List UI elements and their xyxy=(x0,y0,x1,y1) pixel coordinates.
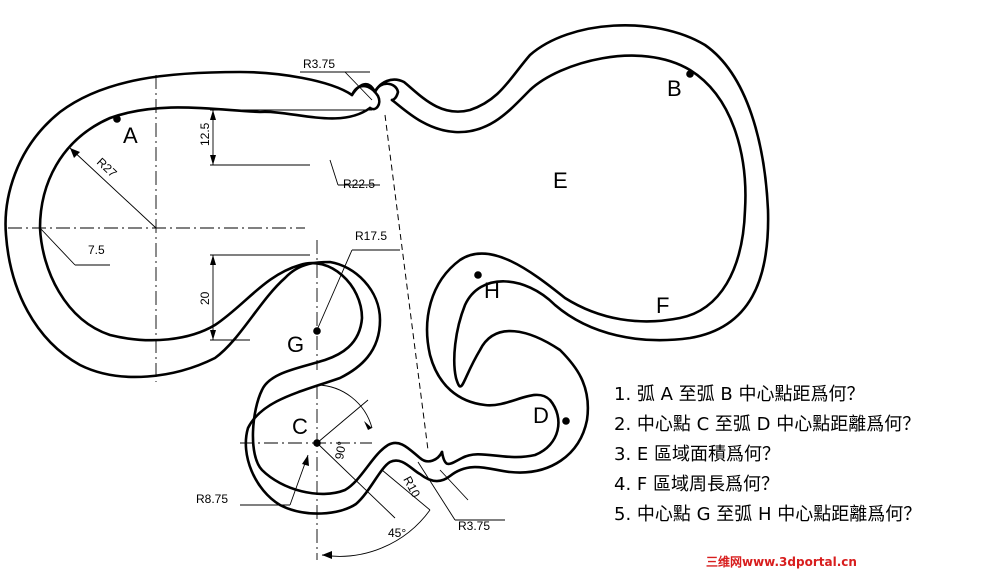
label-h: H xyxy=(484,278,500,303)
center-point-d xyxy=(562,417,570,425)
center-point-a xyxy=(113,115,121,123)
dim-ext-45-right xyxy=(439,469,469,501)
arrowhead xyxy=(210,255,216,265)
question-item: 3. E 區域面積爲何？ xyxy=(614,444,780,465)
label-a: A xyxy=(123,123,138,148)
center-point-c xyxy=(313,439,321,447)
center-point-g xyxy=(313,327,321,335)
construction-line-diagonal xyxy=(384,114,429,451)
strip-outer-outline xyxy=(4,24,770,515)
dim-75: 7.5 xyxy=(88,243,105,257)
center-point-b xyxy=(686,70,694,78)
label-c: C xyxy=(292,414,308,439)
arrowhead xyxy=(210,330,216,340)
question-item: 1. 弧 A 至弧 B 中心點距爲何？ xyxy=(614,384,865,405)
label-g: G xyxy=(287,332,304,357)
dim-line-75 xyxy=(39,227,76,266)
dim-r175: R17.5 xyxy=(355,229,387,243)
leader-r27 xyxy=(69,147,157,229)
leader-r10 xyxy=(381,469,431,511)
strip-inner-outline-left xyxy=(38,106,444,496)
leader-r375-top-2 xyxy=(344,71,373,101)
arrowhead xyxy=(210,155,216,165)
question-item: 4. F 區域周長爲何？ xyxy=(614,474,779,495)
dim-r875: R8.75 xyxy=(196,492,228,506)
arrowhead xyxy=(322,551,332,559)
dim-r225: R22.5 xyxy=(343,177,375,191)
label-d: D xyxy=(533,403,549,428)
dim-r27: R27 xyxy=(94,155,120,180)
center-point-h xyxy=(474,271,482,279)
dim-r10: R10 xyxy=(400,474,423,500)
leader-r375-bottom xyxy=(417,461,456,521)
dim-r375-bottom: R3.75 xyxy=(458,519,490,533)
dim-20: 20 xyxy=(198,291,212,305)
question-list: 1. 弧 A 至弧 B 中心點距爲何？ 2. 中心點 C 至弧 D 中心點距離爲… xyxy=(614,380,921,530)
dim-125: 12.5 xyxy=(198,122,212,146)
watermark: 三维网www.3dportal.cn xyxy=(706,555,857,569)
question-item: 2. 中心點 C 至弧 D 中心點距離爲何？ xyxy=(614,414,921,435)
arc-45-angle xyxy=(321,509,431,557)
label-b: B xyxy=(667,76,682,101)
dim-angle-90: 90° xyxy=(332,440,349,460)
radius-c-45 xyxy=(316,442,396,519)
notch-top xyxy=(350,84,381,111)
arc-90-angle xyxy=(316,384,373,429)
notch-top-right xyxy=(373,82,400,102)
dim-r375-top: R3.75 xyxy=(303,57,335,71)
arrowhead xyxy=(364,421,372,430)
leader-r225 xyxy=(329,159,339,186)
arrowhead xyxy=(70,148,80,158)
arrowhead xyxy=(210,110,216,120)
label-e: E xyxy=(553,168,568,193)
label-f: F xyxy=(656,293,669,318)
arrowhead xyxy=(302,455,309,466)
dim-angle-45: 45° xyxy=(388,526,406,540)
leader-r175 xyxy=(316,249,353,331)
strip-inner-outline-right xyxy=(390,54,747,466)
radius-c-90 xyxy=(316,399,369,444)
question-item: 5. 中心點 G 至弧 H 中心點距離爲何？ xyxy=(614,504,922,525)
